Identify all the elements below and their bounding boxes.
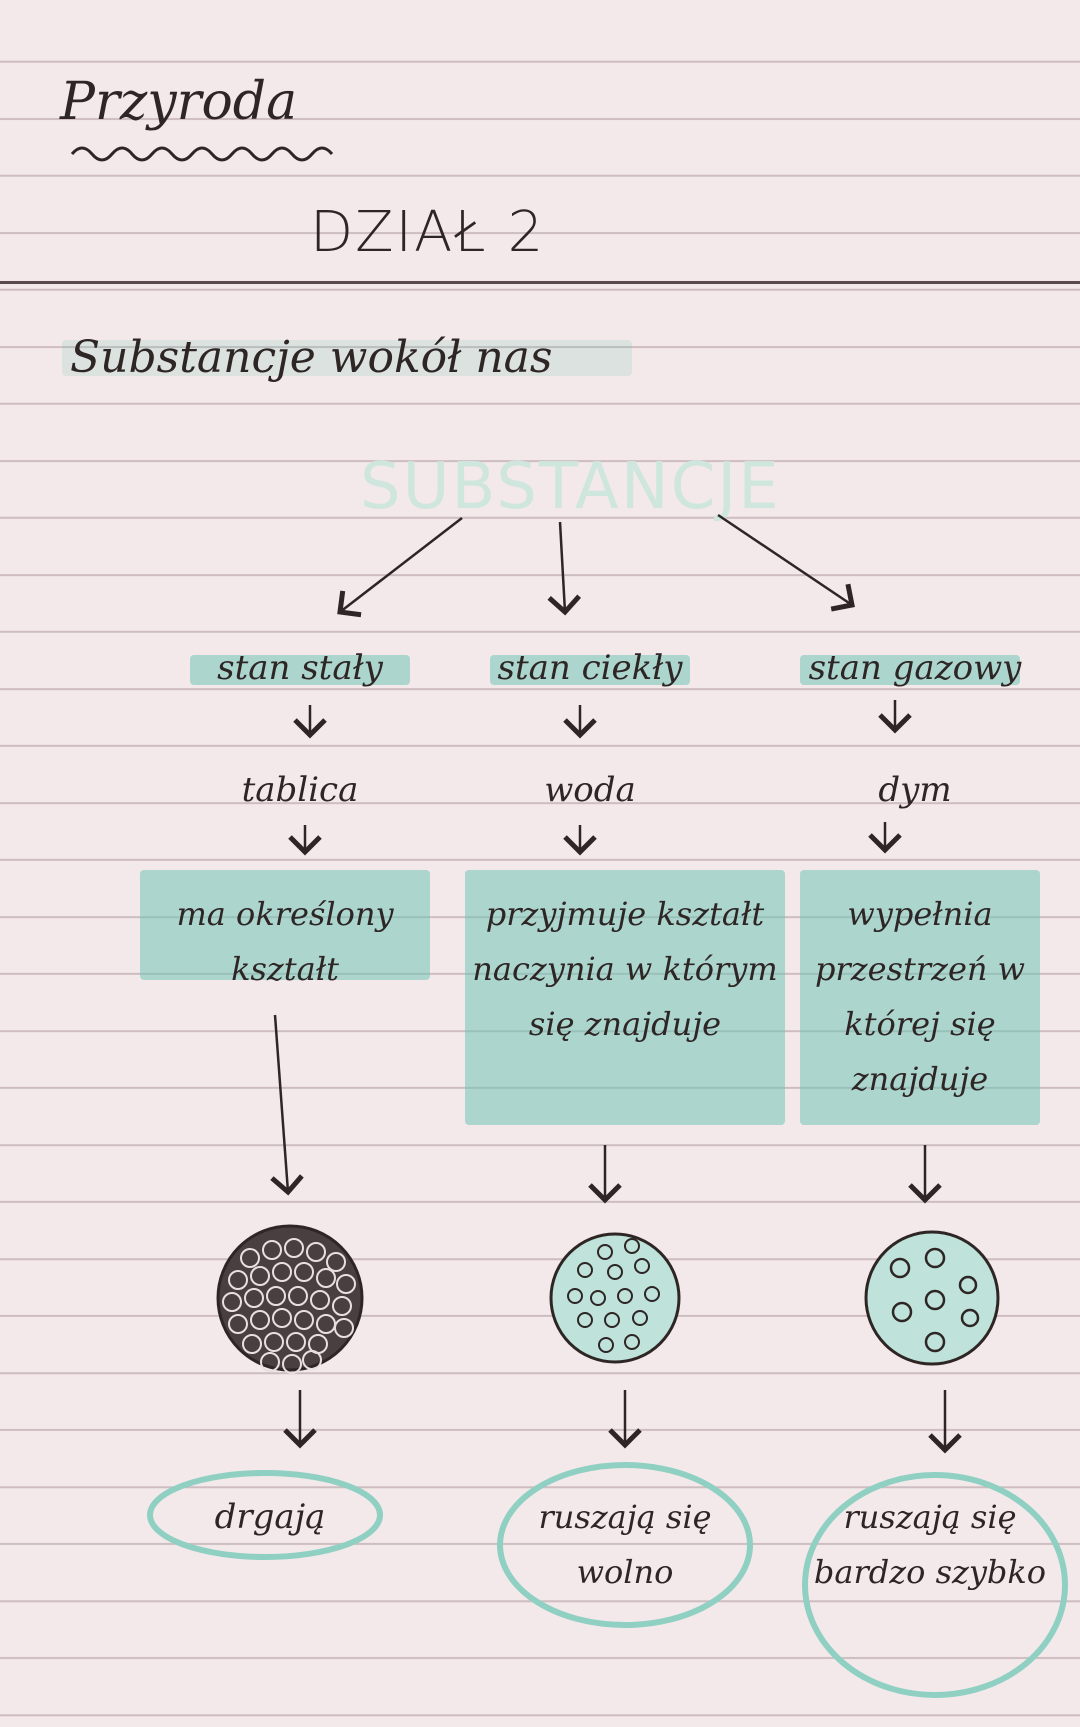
arrow-root-gas	[717, 513, 855, 612]
property-gas-highlight	[800, 870, 1040, 1125]
example-liquid: woda	[544, 770, 636, 810]
example-solid: tablica	[241, 770, 359, 810]
example-gas: dym	[878, 770, 952, 810]
state-liquid-highlight	[490, 655, 690, 685]
section-heading: DZIAŁ 2	[310, 200, 546, 265]
arrow-root-solid	[337, 517, 463, 618]
state-solid: stan stały	[217, 648, 383, 688]
motion-liquid-ellipse	[497, 1462, 753, 1628]
page-title: Przyroda	[60, 72, 298, 132]
particles-gas	[864, 1230, 1000, 1366]
motion-gas: ruszają się bardzo szybko	[813, 1498, 1047, 1591]
motion-solid-ellipse	[147, 1470, 383, 1560]
arrow-root-liquid	[547, 521, 582, 616]
property-solid-highlight	[140, 870, 430, 980]
state-gas: stan gazowy	[808, 648, 1022, 688]
state-gas-highlight	[800, 655, 1020, 685]
state-solid-highlight	[190, 655, 410, 685]
motion-gas-ellipse	[802, 1472, 1068, 1698]
topic-heading: Substancje wokół nas	[70, 332, 553, 383]
particles-liquid	[549, 1232, 681, 1364]
diagram-root: SUBSTANCJE	[360, 450, 781, 524]
property-liquid-highlight	[465, 870, 785, 1125]
property-liquid: przyjmuje kształt naczynia w którym się …	[472, 895, 778, 1043]
title-wavy-underline	[70, 146, 334, 162]
divider-line	[0, 281, 1080, 284]
property-solid: ma określony kształt	[176, 895, 394, 988]
particles-solid	[216, 1224, 364, 1374]
arrow-property-particles-solid	[270, 1014, 304, 1196]
motion-solid: drgają	[214, 1497, 326, 1537]
topic-highlight	[62, 340, 632, 376]
property-gas: wypełnia przestrzeń w której się znajduj…	[814, 895, 1026, 1098]
motion-liquid: ruszają się wolno	[538, 1498, 712, 1591]
state-liquid: stan ciekły	[497, 648, 683, 688]
